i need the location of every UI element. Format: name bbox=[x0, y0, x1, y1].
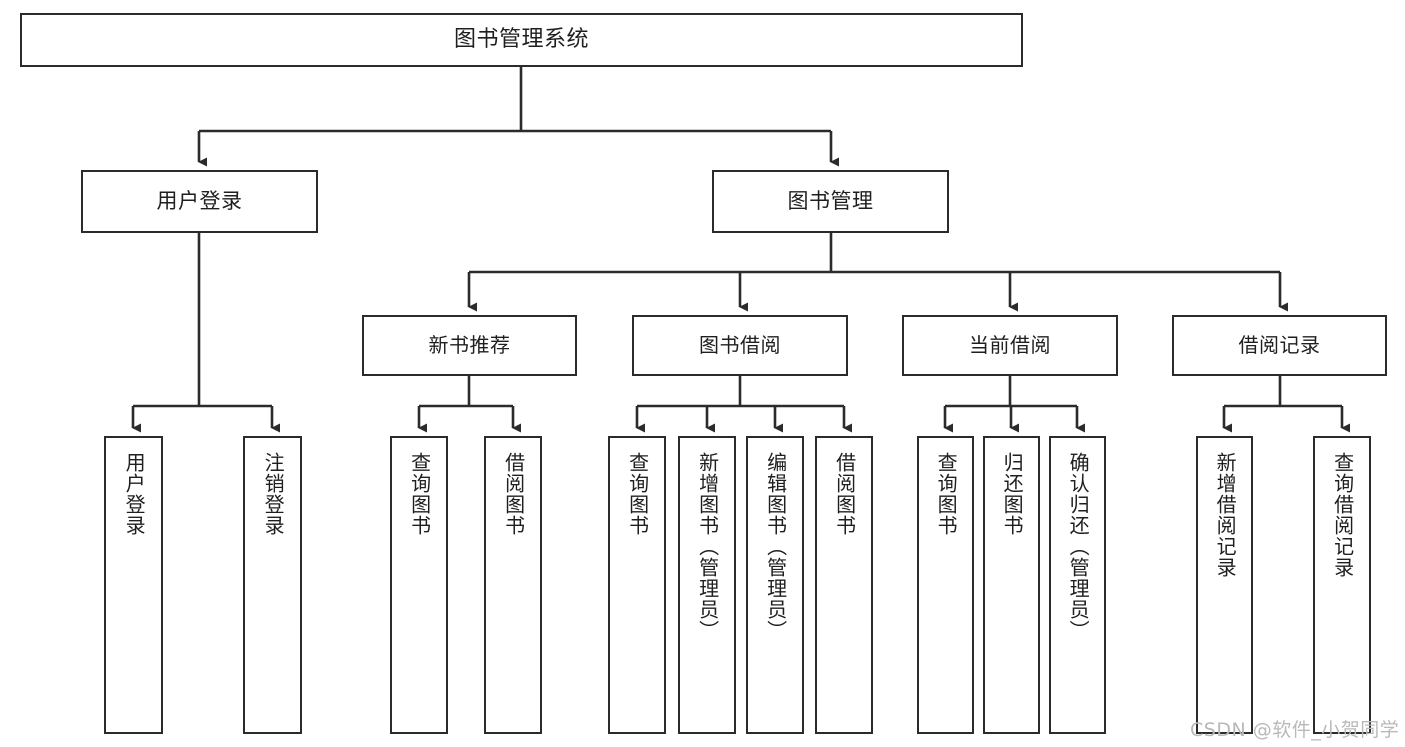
node-label: 查询图书 bbox=[934, 452, 959, 536]
node-current-borrow[interactable]: 当前借阅 bbox=[902, 315, 1118, 376]
node-label: 新书推荐 bbox=[428, 332, 511, 357]
node-label: 编辑图书（管理员） bbox=[763, 452, 788, 641]
leaf-user-login-logout[interactable]: 注销登录 bbox=[243, 436, 302, 734]
node-label: 查询借阅记录 bbox=[1330, 452, 1355, 578]
node-label: 注销登录 bbox=[261, 452, 286, 536]
node-label: 当前借阅 bbox=[969, 332, 1051, 357]
node-root-book-management-system[interactable]: 图书管理系统 bbox=[20, 13, 1023, 67]
node-book-management[interactable]: 图书管理 bbox=[712, 170, 949, 233]
node-label: 确认归还（管理员） bbox=[1066, 452, 1091, 641]
node-book-borrow[interactable]: 图书借阅 bbox=[632, 315, 848, 376]
leaf-current-borrow-confirm-return-admin[interactable]: 确认归还（管理员） bbox=[1049, 436, 1106, 734]
leaf-book-borrow-borrow-book[interactable]: 借阅图书 bbox=[815, 436, 873, 734]
node-label: 新增图书（管理员） bbox=[695, 452, 720, 641]
node-label: 借阅图书 bbox=[832, 452, 857, 536]
node-label: 归还图书 bbox=[1000, 452, 1025, 536]
leaf-book-borrow-edit-book-admin[interactable]: 编辑图书（管理员） bbox=[746, 436, 804, 734]
node-label: 查询图书 bbox=[625, 452, 650, 536]
node-user-login[interactable]: 用户登录 bbox=[81, 170, 318, 233]
node-label: 图书管理 bbox=[787, 189, 874, 214]
node-label: 借阅记录 bbox=[1238, 332, 1321, 357]
leaf-borrow-record-add-record[interactable]: 新增借阅记录 bbox=[1196, 436, 1253, 734]
leaf-book-borrow-add-book-admin[interactable]: 新增图书（管理员） bbox=[678, 436, 736, 734]
leaf-borrow-record-query-record[interactable]: 查询借阅记录 bbox=[1313, 436, 1371, 734]
node-label: 借阅图书 bbox=[501, 452, 526, 536]
leaf-book-borrow-query-book[interactable]: 查询图书 bbox=[608, 436, 666, 734]
leaf-current-borrow-return-book[interactable]: 归还图书 bbox=[983, 436, 1040, 734]
node-borrow-record[interactable]: 借阅记录 bbox=[1172, 315, 1387, 376]
node-new-book-recommend[interactable]: 新书推荐 bbox=[362, 315, 577, 376]
node-label: 新增借阅记录 bbox=[1213, 452, 1238, 578]
leaf-new-book-query-book[interactable]: 查询图书 bbox=[390, 436, 448, 734]
leaf-current-borrow-query-book[interactable]: 查询图书 bbox=[917, 436, 974, 734]
node-label: 用户登录 bbox=[122, 452, 147, 536]
csdn-watermark: CSDN @软件_小贺同学 bbox=[1190, 719, 1400, 741]
node-label: 图书借阅 bbox=[699, 332, 781, 357]
node-label: 查询图书 bbox=[407, 452, 432, 536]
node-label: 用户登录 bbox=[156, 189, 243, 214]
node-label: 图书管理系统 bbox=[453, 27, 589, 53]
leaf-new-book-borrow-book[interactable]: 借阅图书 bbox=[484, 436, 542, 734]
leaf-user-login-login[interactable]: 用户登录 bbox=[104, 436, 163, 734]
